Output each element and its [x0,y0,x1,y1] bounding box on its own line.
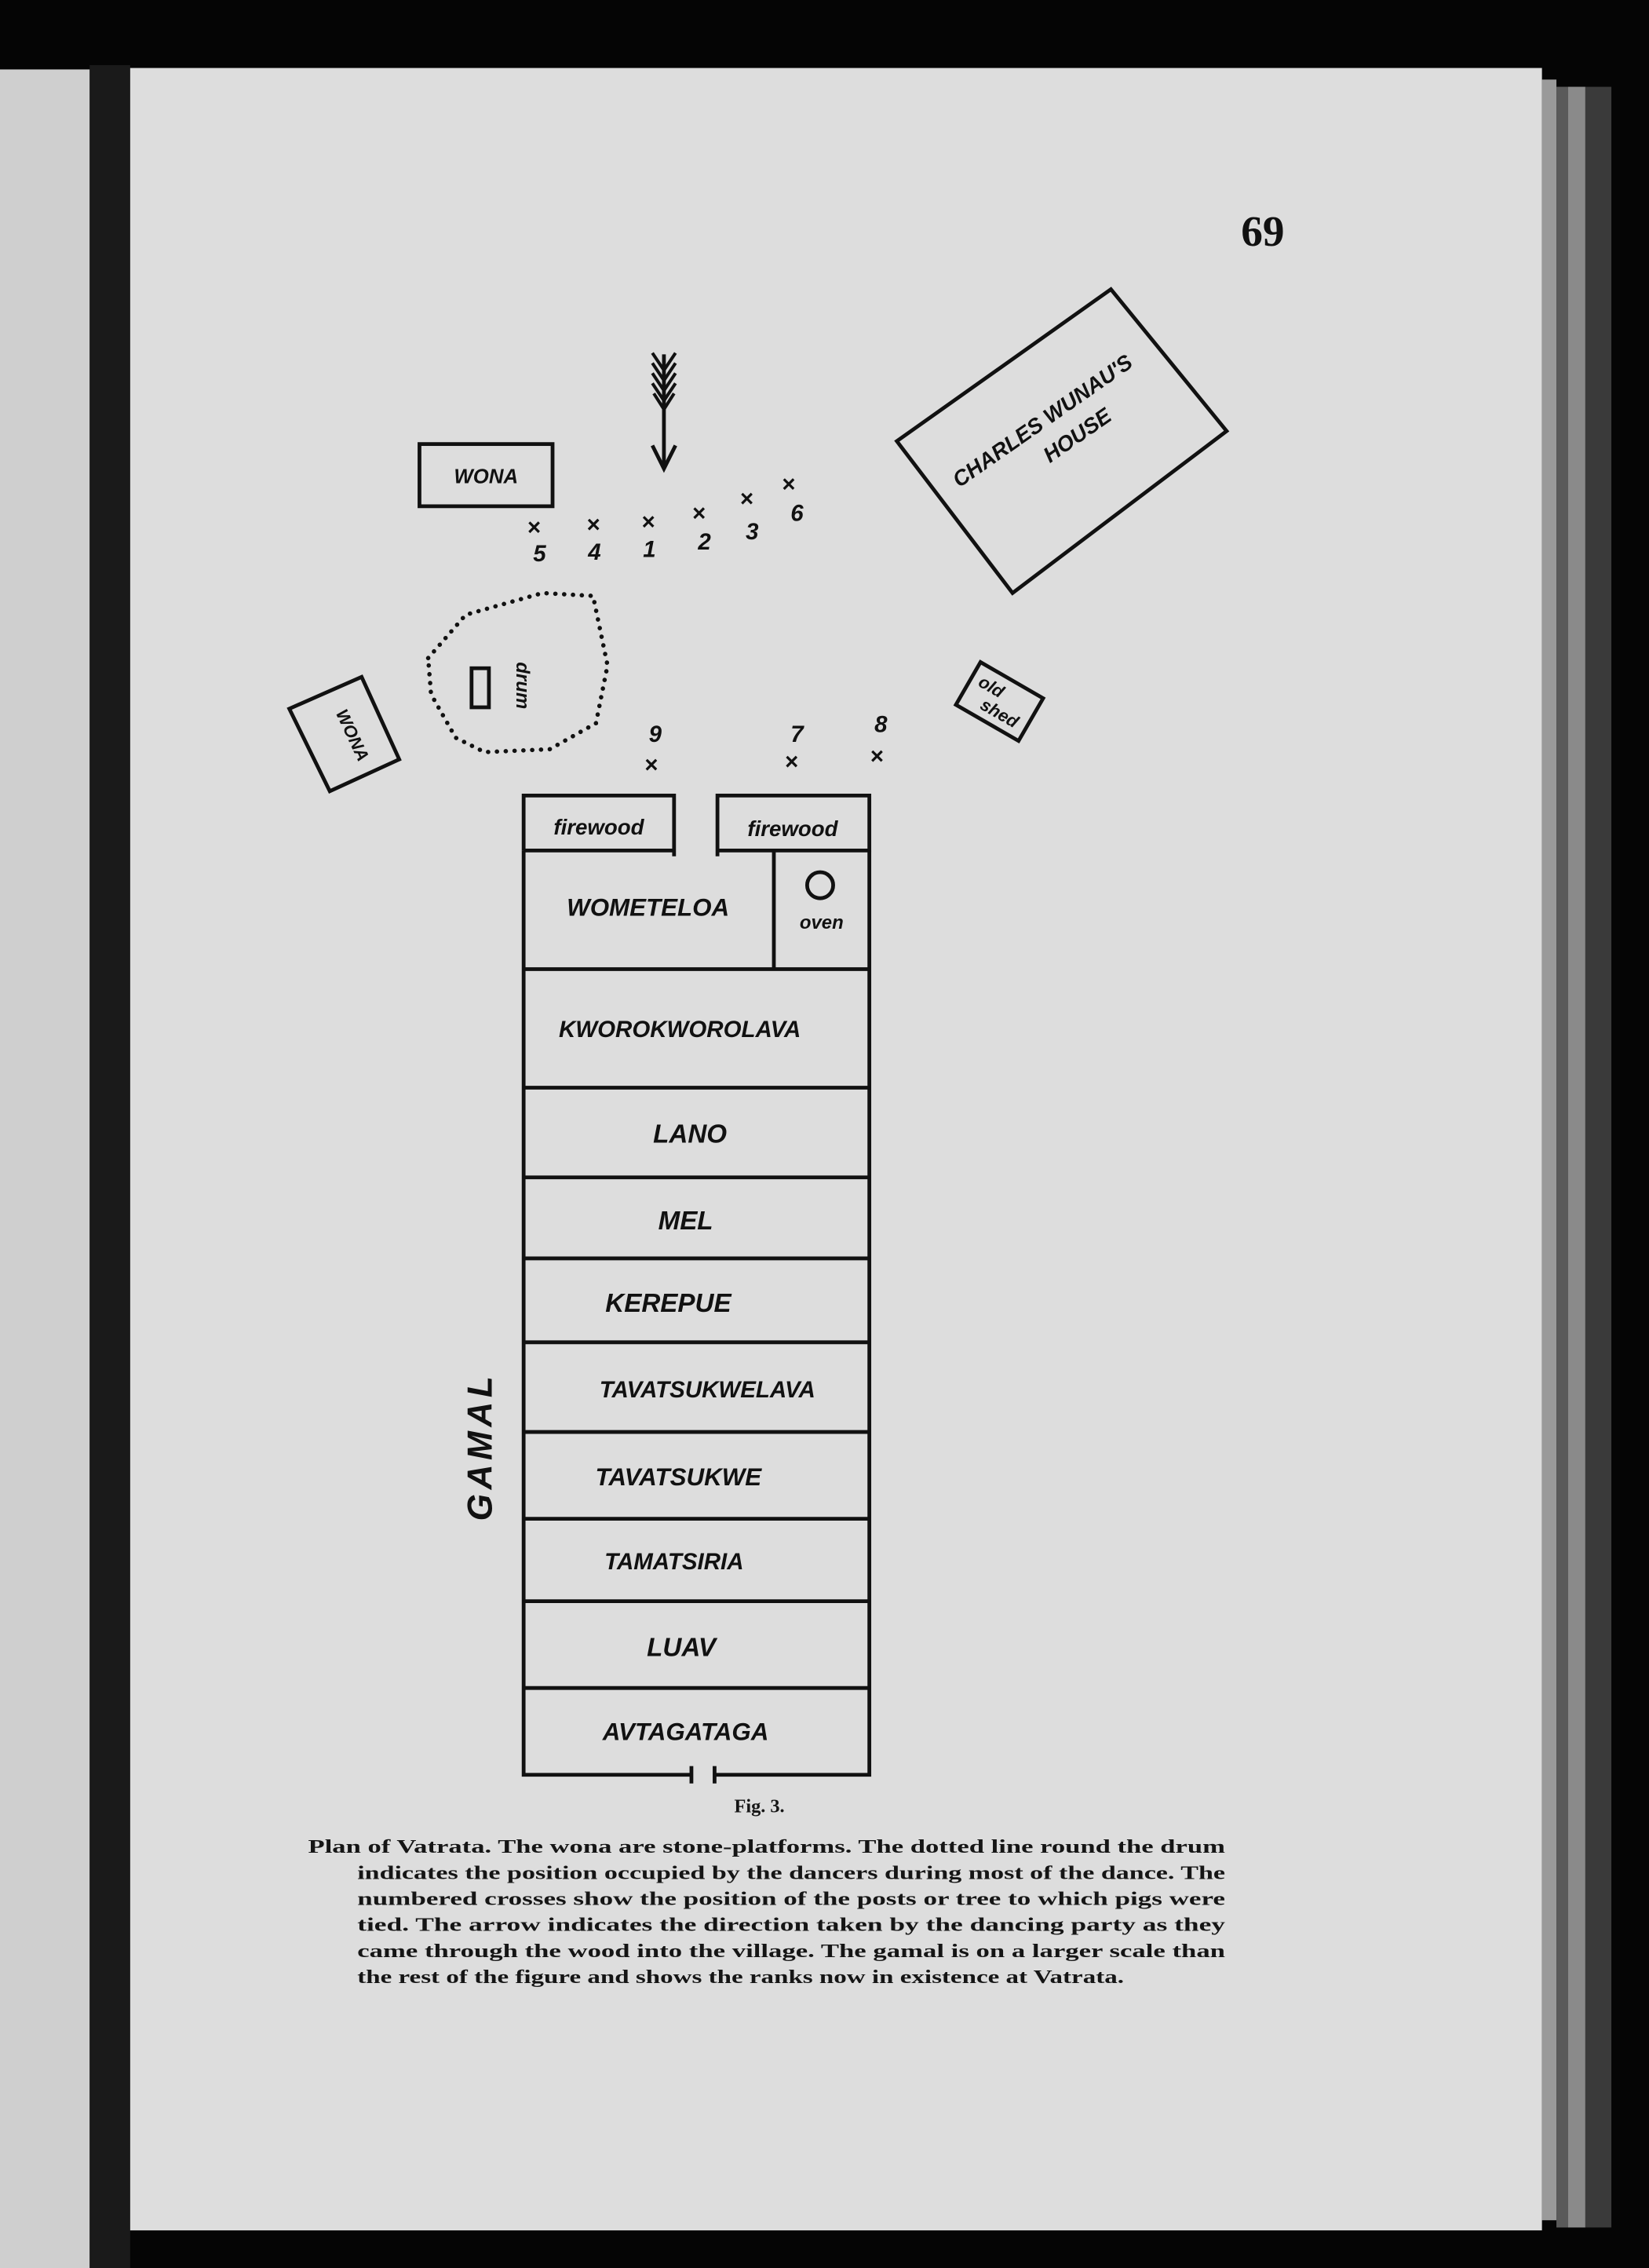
cross-number: 8 [874,711,888,737]
rank-label: KWOROKWOROLAVA [559,1017,801,1043]
rank-label: WOMETELOA [567,893,729,921]
cross-mark: × [692,500,706,526]
page-stack-edge [1585,86,1612,2228]
rank-label: MEL [659,1207,713,1236]
cross-mark: × [782,471,795,497]
page-number: 69 [1241,207,1284,255]
rank-label: KEREPUE [605,1289,731,1318]
cross-number: 5 [533,541,546,567]
cross-number: 2 [697,529,711,555]
drum-icon [469,666,491,710]
rank-label: TAMATSIRIA [604,1549,743,1575]
cross-number: 6 [790,500,804,526]
svg-text:WONA: WONA [454,466,518,488]
caption-line: numbered crosses show the position of th… [357,1889,1225,1910]
spine-shadow [89,64,130,2268]
cross-mark: × [586,512,600,538]
cross-number: 7 [790,721,804,747]
rank-label: LUAV [647,1634,718,1663]
rank-label: AVTAGATAGA [602,1718,769,1746]
page-stack-edge [1567,86,1585,2228]
cross-number: 4 [587,539,600,565]
direction-arrow-icon [651,352,677,473]
caption-line: Plan of Vatrata. The wona are stone-plat… [308,1836,1225,1857]
firewood-right: firewood [747,816,838,841]
rank-label: TAVATSUKWELAVA [600,1377,815,1403]
drum-label: drum [512,662,533,709]
caption-line: came through the wood into the village. … [357,1941,1225,1962]
cross-mark: × [785,749,798,775]
cross-number: 3 [746,519,759,545]
oven-label: oven [800,912,844,933]
gamal-label: GAMAL [462,1372,500,1521]
cross-mark: × [644,752,658,778]
cross-mark: × [641,509,655,535]
facing-page-edge [0,69,90,2268]
oven-icon [804,870,835,900]
cross-number: 9 [649,721,662,747]
pig-post-crosses: × 5 × 4 × 1 × 2 × 3 × 6 9 × 7 × 8 × [527,471,888,777]
figure-label: Fig. 3. [734,1796,784,1817]
page-stack-edge [1556,86,1568,2228]
cross-mark: × [527,515,540,541]
caption-line: the rest of the figure and shows the ran… [357,1967,1124,1988]
rank-label: TAVATSUKWE [596,1463,763,1491]
cross-number: 1 [643,536,655,562]
page [130,68,1542,2231]
wona-platform-top: WONA [418,442,555,509]
caption-line: indicates the position occupied by the d… [357,1862,1225,1883]
rank-label: LANO [653,1120,727,1149]
gamal-plan: firewood firewood oven WOMETELOA KWOROKW… [521,793,872,1784]
dance-path-dotted [425,590,610,754]
page-stack-edge [1541,79,1557,2221]
cross-mark: × [870,743,883,769]
caption-line: tied. The arrow indicates the direction … [357,1915,1225,1936]
firewood-left: firewood [553,815,644,839]
cross-mark: × [739,486,753,512]
